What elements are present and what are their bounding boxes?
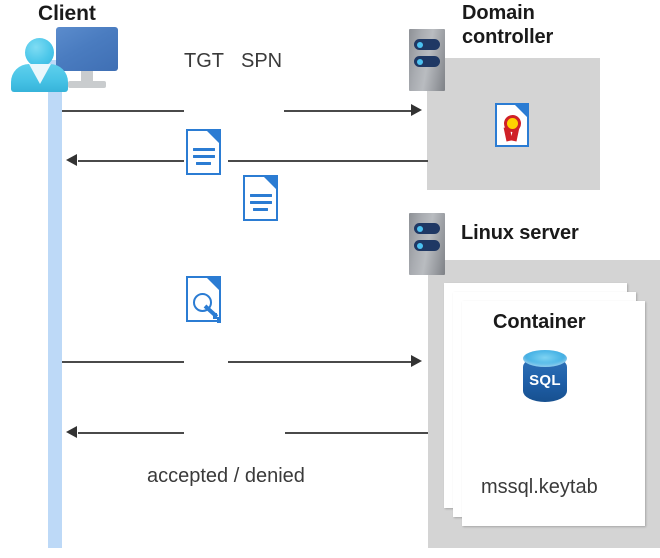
page-fold-icon [514,104,528,118]
document-text-lines-icon [188,148,219,169]
flow-line-linux-to-client-left [78,432,184,434]
accepted-denied-label: accepted / denied [147,465,305,487]
flow-arrowhead-to-dc [411,104,422,116]
sql-database-label: SQL [529,372,561,389]
client-lifeline [48,60,62,548]
monitor-neck-icon [81,71,93,83]
client-workstation-icon [8,26,118,92]
page-fold-icon [263,176,277,190]
flow-line-client-to-linux-left [62,361,184,363]
page-fold-icon [206,130,220,144]
server-bay-icon [414,39,440,50]
tgt-label: TGT [184,50,224,72]
container-title: Container [493,311,586,333]
page-fold-icon [206,277,220,291]
server-chassis-icon-linux [409,213,445,275]
server-bay-icon [414,56,440,67]
spn-document-icon [243,175,278,221]
flow-line-dc-to-client-right [228,160,428,162]
ticket-key-document-icon-top [186,276,221,323]
monitor-base-icon [68,81,106,88]
flow-line-linux-to-client-right [285,432,428,434]
server-bay-icon [414,240,440,251]
flow-line-client-to-dc-right [284,110,418,112]
domain-controller-title-line1: Domain [462,2,535,24]
flow-line-dc-to-client-left [78,160,184,162]
domain-controller-title-line2: controller [462,26,554,48]
certificate-medal-icon [504,115,521,132]
linux-server-title: Linux server [461,222,579,244]
server-bay-icon [414,223,440,234]
sql-database-icon: SQL [523,350,567,404]
spn-label: SPN [241,50,283,72]
tgt-document-icon [186,129,221,175]
person-head-icon [25,38,54,67]
document-text-lines-icon [245,194,276,215]
keytab-filename-label: mssql.keytab [481,476,598,498]
flow-arrowhead-to-linux [411,355,422,367]
flow-line-client-to-dc-left [62,110,184,112]
monitor-screen-icon [56,27,118,71]
person-collar-icon [29,64,51,84]
flow-arrowhead-to-client-bottom [66,426,77,438]
container-card-front [462,301,645,526]
flow-arrowhead-to-client-top [66,154,77,166]
flow-line-client-to-linux-right [228,361,418,363]
certificate-document-icon [495,103,529,147]
server-chassis-icon-dc [409,29,445,91]
